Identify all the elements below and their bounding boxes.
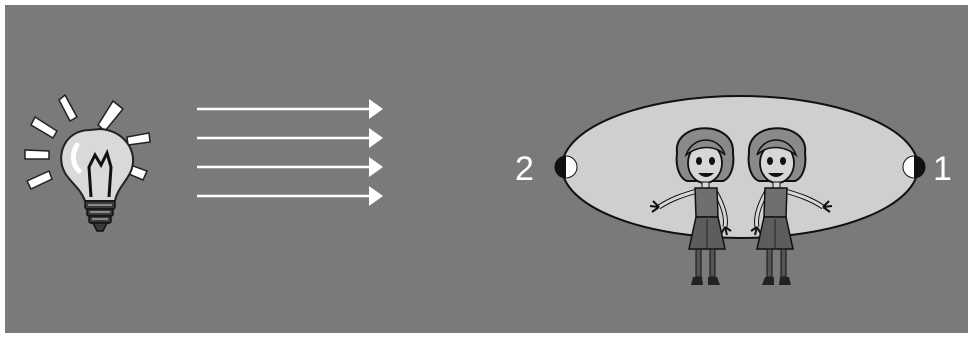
observer-marker-1 <box>902 155 926 179</box>
observer-marker-2 <box>554 155 578 179</box>
orbit-ellipse <box>561 95 919 239</box>
diagram-canvas: 2 1 <box>5 5 968 333</box>
light-rays <box>197 99 383 206</box>
observer-label-2: 2 <box>515 150 534 188</box>
observer-label-1: 1 <box>933 150 952 188</box>
light-ray-arrow <box>197 128 383 148</box>
light-bulb-icon <box>24 93 151 232</box>
light-ray-arrow <box>197 186 383 206</box>
light-ray-arrow <box>197 99 383 119</box>
light-ray-arrow <box>197 157 383 177</box>
